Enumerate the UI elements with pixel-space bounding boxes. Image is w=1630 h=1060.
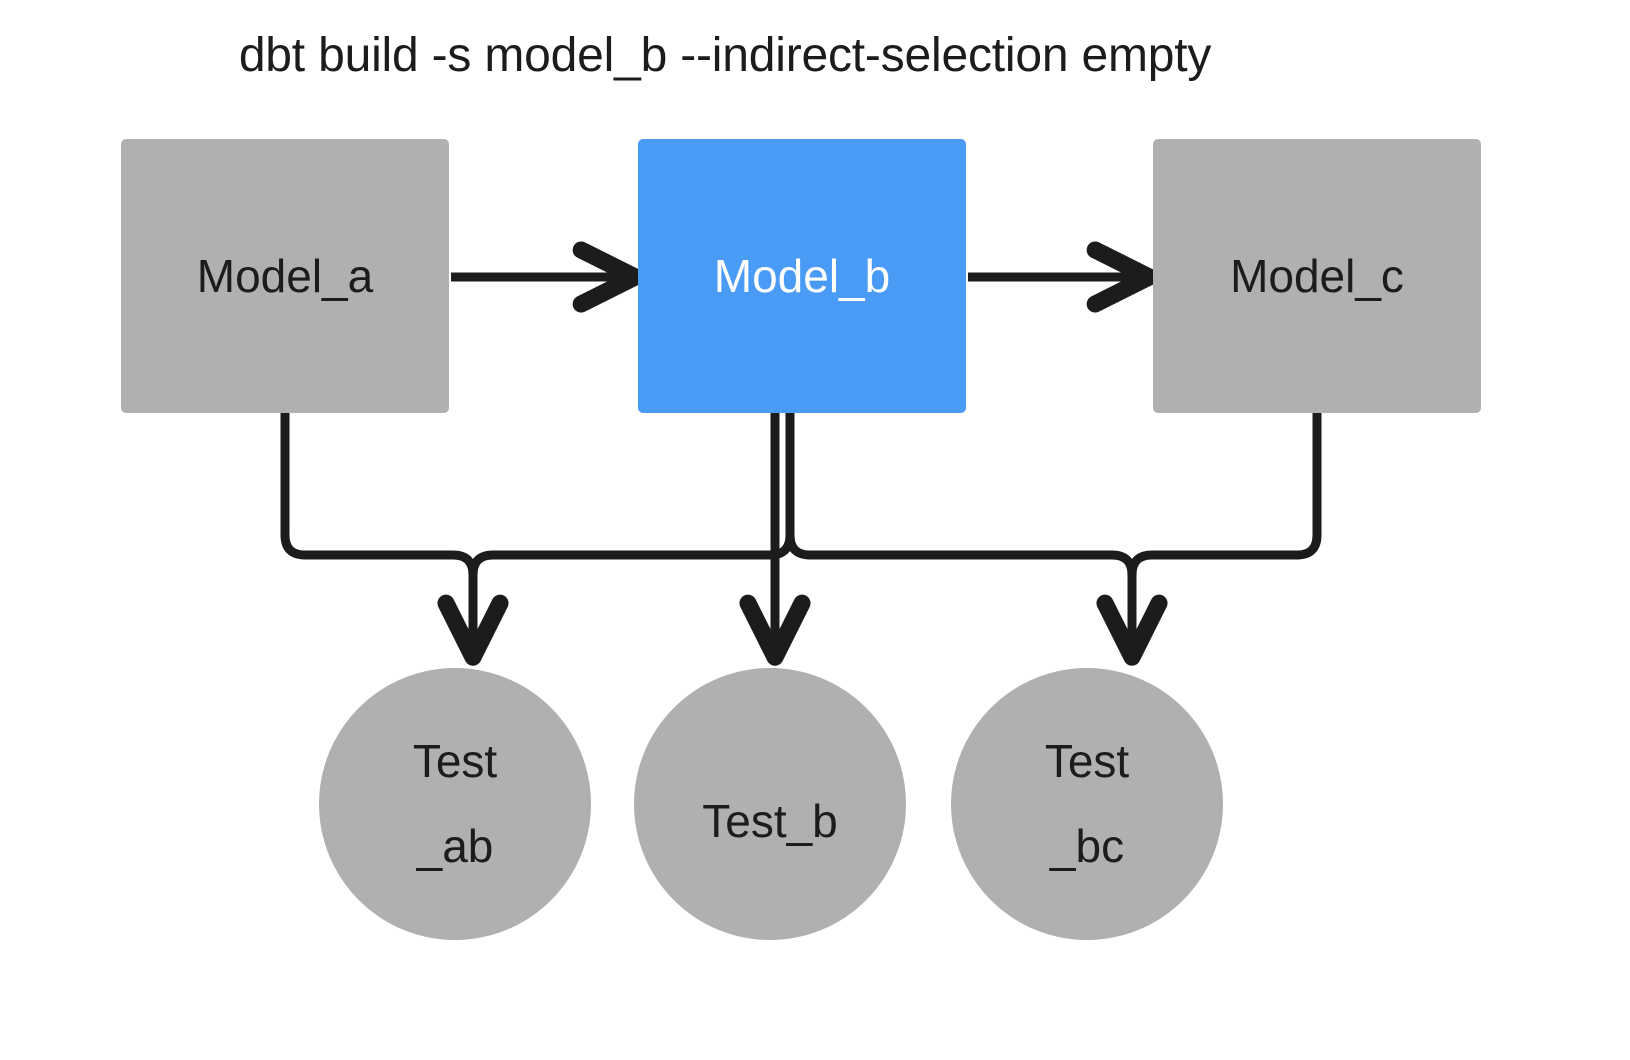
node-test-b[interactable]: Test_b xyxy=(634,668,906,940)
node-test-bc[interactable]: Test _bc xyxy=(951,668,1223,940)
node-test-ab-label-line-1: Test xyxy=(412,734,498,787)
node-model-a-label: Model_a xyxy=(196,250,374,302)
node-test-bc-label-line-2: _bc xyxy=(1049,820,1125,872)
node-model-b[interactable]: Model_b xyxy=(638,139,966,413)
node-test-bc-label-line-1: Test xyxy=(1044,734,1130,787)
page-title: dbt build -s model_b --indirect-selectio… xyxy=(238,29,1212,82)
node-model-b-label: Model_b xyxy=(713,250,891,302)
edge-model-a-to-test-ab xyxy=(280,413,509,666)
node-test-ab[interactable]: Test _ab xyxy=(319,668,591,940)
edge-model-b-to-test-ab xyxy=(468,413,795,576)
node-model-a[interactable]: Model_a xyxy=(121,139,449,413)
edge-model-b-to-test-bc xyxy=(785,413,1168,666)
node-model-c-label: Model_c xyxy=(1230,250,1404,302)
edge-model-c-to-test-bc xyxy=(1127,413,1322,576)
node-model-c[interactable]: Model_c xyxy=(1153,139,1481,413)
node-test-b-label-line-1: Test_b xyxy=(702,795,838,848)
node-test-ab-label-line-2: _ab xyxy=(416,820,494,872)
